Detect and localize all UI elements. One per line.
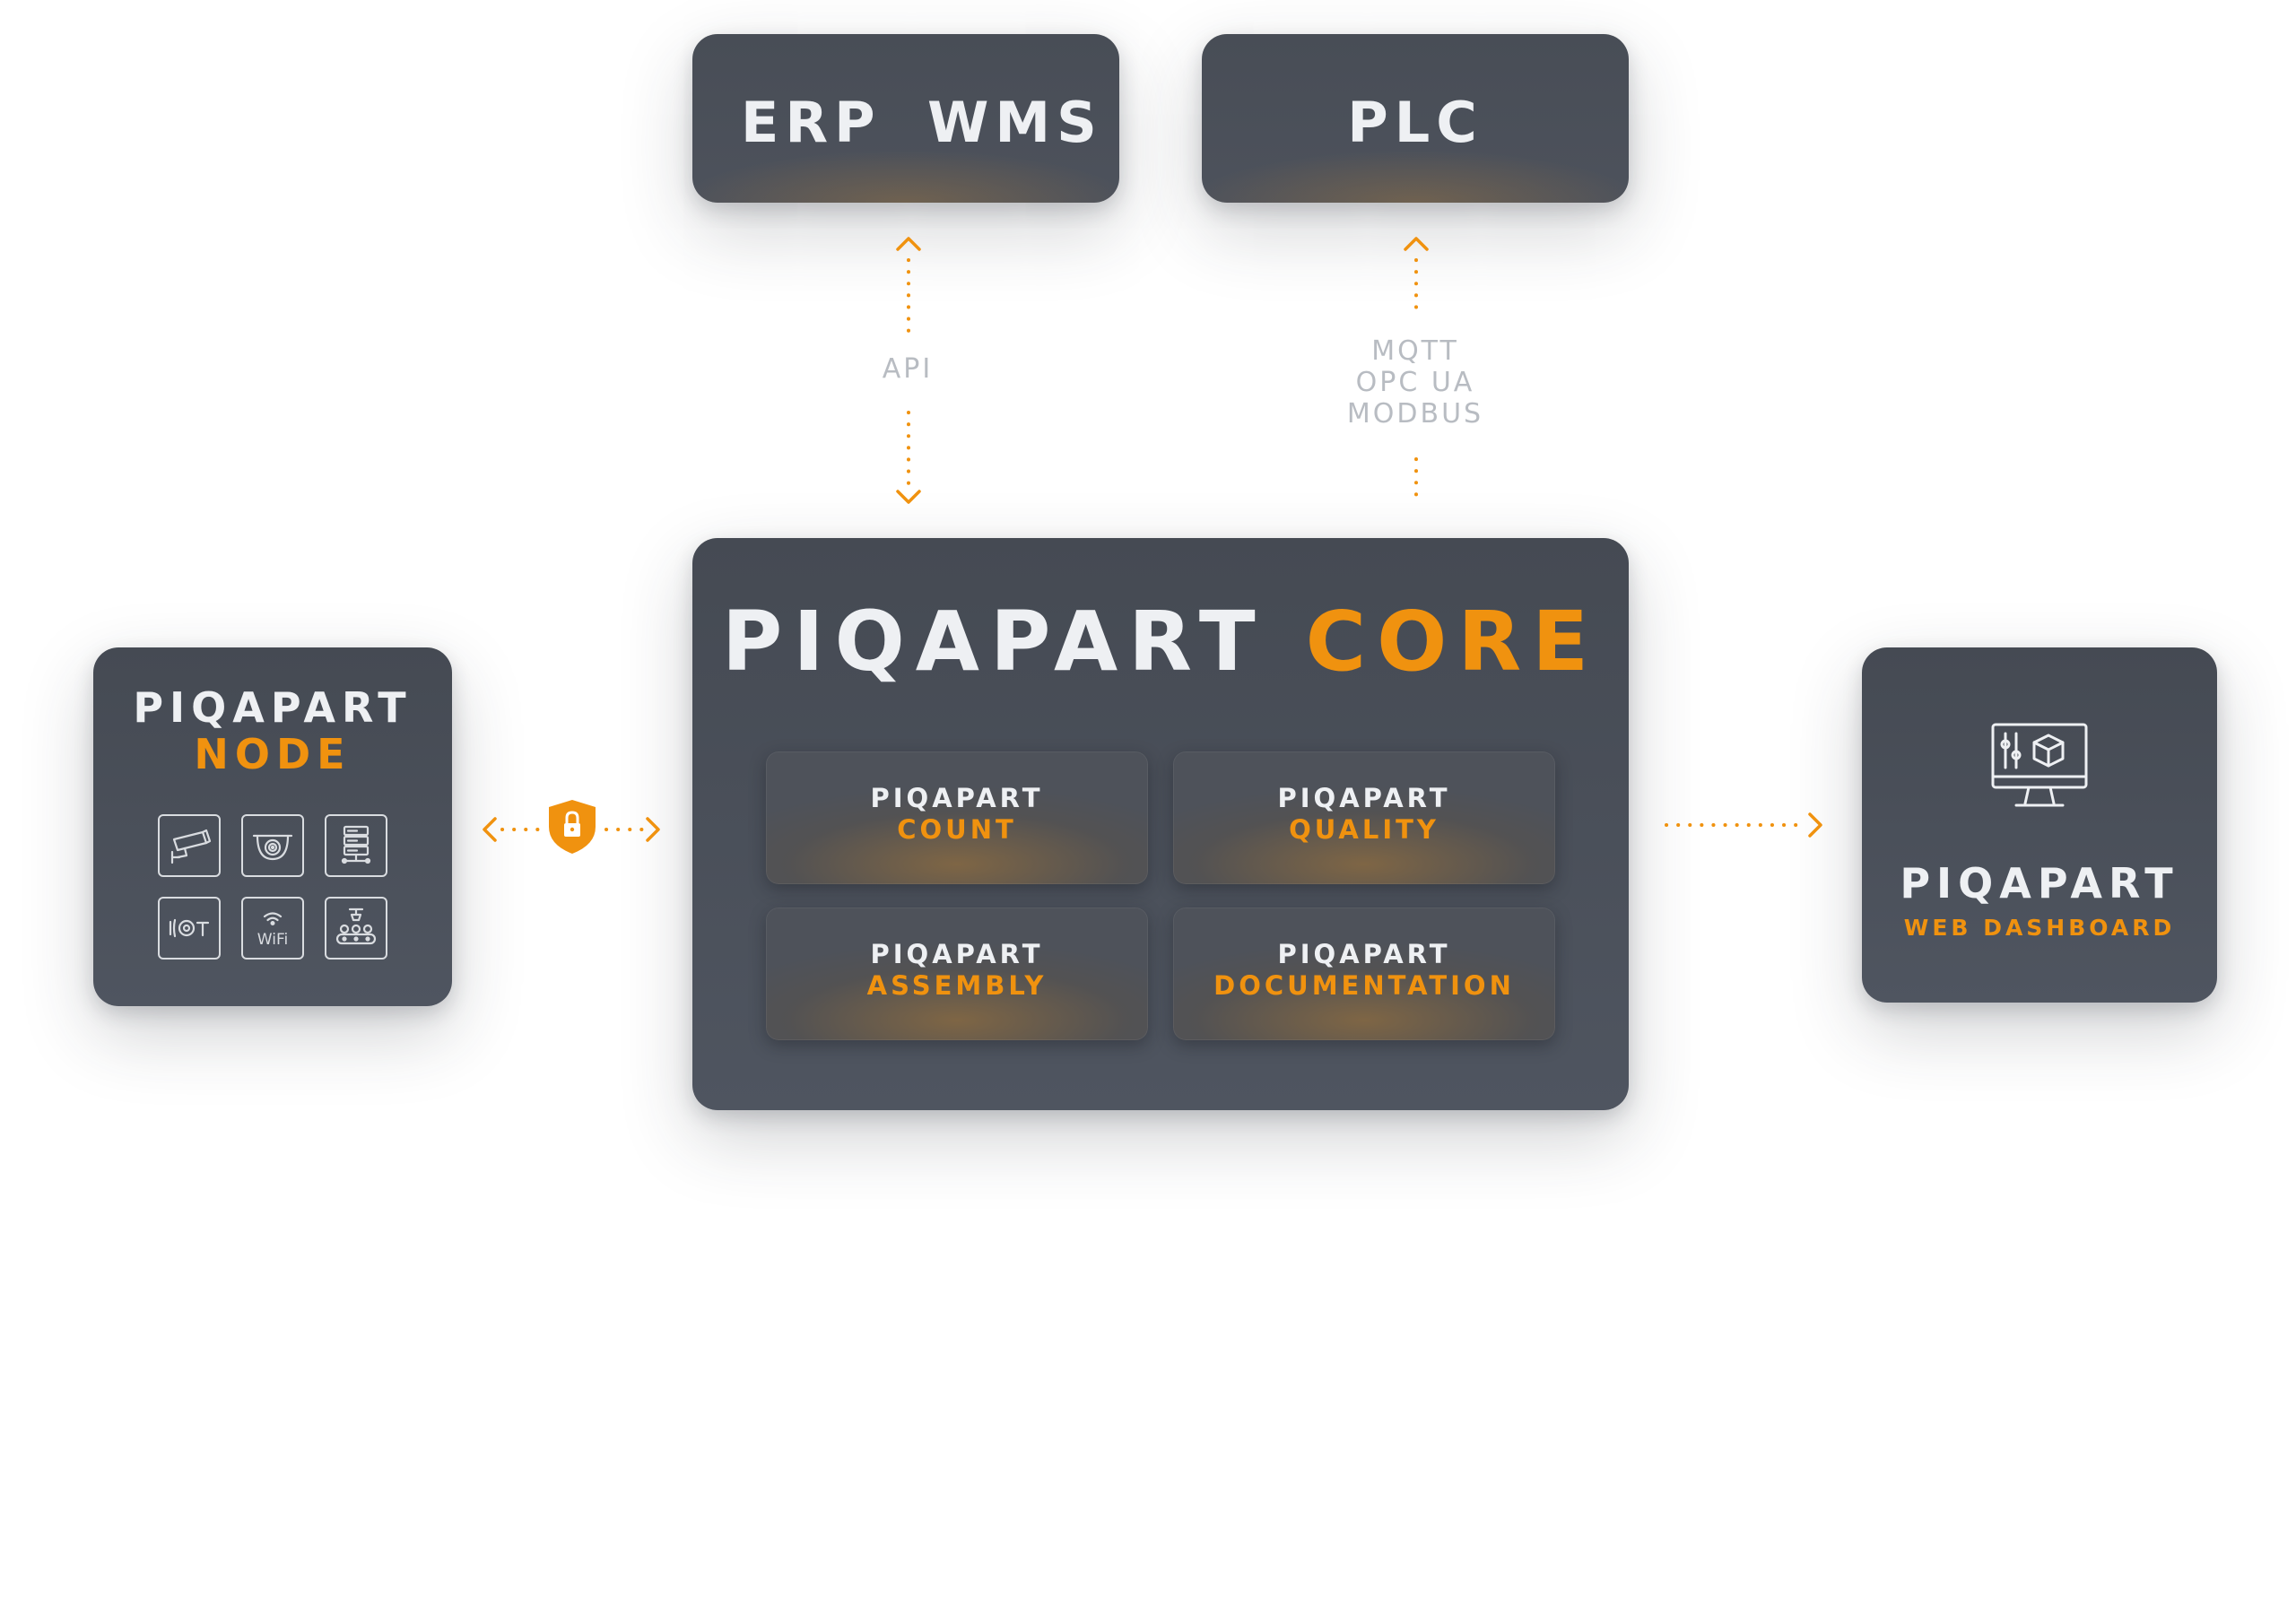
- module-assembly[interactable]: PIQAPART ASSEMBLY: [766, 908, 1148, 1040]
- module-documentation-brand: PIQAPART: [1277, 939, 1451, 969]
- module-assembly-name: ASSEMBLY: [866, 970, 1048, 1001]
- api-label: API: [882, 353, 934, 385]
- dome-camera-icon: [241, 814, 304, 877]
- node-box: PIQAPART NODE: [93, 647, 452, 1006]
- module-quality[interactable]: PIQAPART QUALITY: [1173, 751, 1555, 884]
- plc-label: PLC: [1347, 90, 1483, 155]
- dashboard-brand: PIQAPART: [1900, 859, 2179, 908]
- node-brand: PIQAPART: [133, 683, 413, 732]
- rfid-icon: [158, 897, 221, 960]
- dashboard-box: PIQAPART WEB DASHBOARD: [1862, 647, 2217, 1003]
- node-name: NODE: [194, 730, 352, 778]
- core-title: PIQAPART CORE: [692, 594, 1629, 690]
- module-documentation[interactable]: PIQAPART DOCUMENTATION: [1173, 908, 1555, 1040]
- module-count[interactable]: PIQAPART COUNT: [766, 751, 1148, 884]
- api-arrow-up: [896, 237, 921, 251]
- wms-label: WMS: [927, 90, 1103, 155]
- security-camera-icon: [158, 814, 221, 877]
- erp-label: ERP: [741, 90, 882, 155]
- opcua-label: OPC UA: [1355, 367, 1475, 398]
- module-count-brand: PIQAPART: [870, 783, 1044, 813]
- erp-wms-box: ERP WMS: [692, 34, 1119, 203]
- core-name: CORE: [1305, 594, 1600, 690]
- module-count-name: COUNT: [897, 814, 1017, 845]
- robot-conveyor-icon: [325, 897, 387, 960]
- mqtt-arrow-up: [1404, 237, 1429, 251]
- mqtt-label: MQTT: [1371, 335, 1459, 367]
- node-arrow-right: [646, 817, 660, 842]
- module-documentation-name: DOCUMENTATION: [1213, 970, 1515, 1001]
- monitor-settings-icon: [1989, 721, 2090, 818]
- dashboard-arrow-right: [1808, 812, 1822, 838]
- dashboard-name: WEB DASHBOARD: [1903, 915, 2176, 941]
- wifi-icon: WiFi: [241, 897, 304, 960]
- core-brand: PIQAPART: [721, 594, 1266, 690]
- node-arrow-left: [483, 817, 497, 842]
- wifi-label: WiFi: [257, 931, 289, 949]
- lock-shield-icon: [549, 800, 596, 854]
- module-assembly-brand: PIQAPART: [870, 939, 1044, 969]
- module-quality-name: QUALITY: [1289, 814, 1439, 845]
- plc-box: PLC: [1202, 34, 1629, 203]
- core-box: PIQAPART CORE PIQAPART COUNT PIQAPART QU…: [692, 538, 1629, 1110]
- module-quality-brand: PIQAPART: [1277, 783, 1451, 813]
- api-arrow-down: [896, 490, 921, 504]
- server-icon: [325, 814, 387, 877]
- modbus-label: MODBUS: [1346, 398, 1484, 430]
